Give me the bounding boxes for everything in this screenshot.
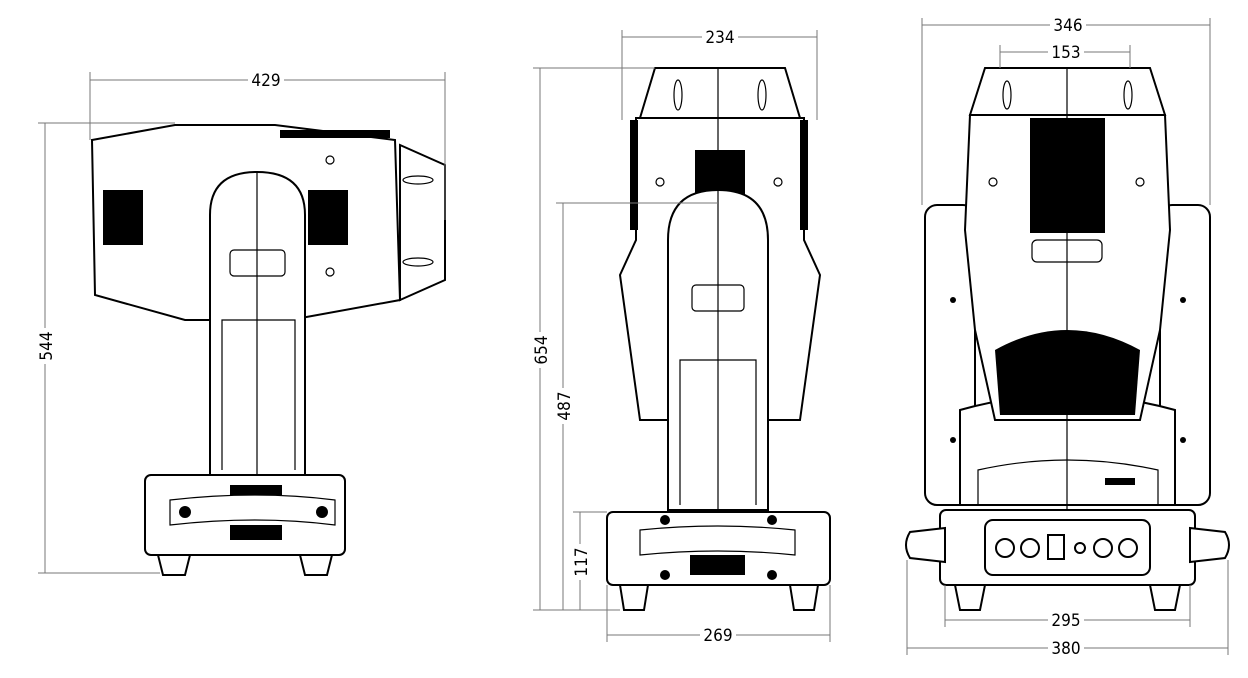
foot-left: [156, 554, 192, 576]
top-strip: [280, 130, 390, 138]
power-switch: [1047, 534, 1065, 560]
side-view: 429 544: [35, 68, 446, 576]
lens-cone: [399, 143, 446, 302]
dim-front-total-height: 654: [532, 335, 552, 364]
dim-front-base-width: 269: [703, 626, 732, 646]
foot-right: [298, 554, 334, 576]
base: [144, 474, 346, 556]
dim-rear-arm-width: 346: [1053, 16, 1082, 36]
rear-view: 346 153 295 380: [905, 14, 1230, 659]
connector-panel: [984, 519, 1151, 576]
dim-front-pivot-height: 487: [555, 391, 575, 420]
dim-front-head-width: 234: [705, 28, 734, 48]
head-top: [638, 67, 802, 119]
vent-right: [308, 190, 348, 245]
dim-rear-head-top-width: 153: [1051, 43, 1080, 63]
dim-rear-base-inner-width: 295: [1051, 611, 1080, 631]
front-view: 234 654 487 117 269: [530, 26, 831, 646]
dim-side-width: 429: [251, 71, 280, 91]
base: [606, 511, 831, 586]
dim-rear-base-total-width: 380: [1051, 639, 1080, 659]
dim-side-height: 544: [37, 331, 57, 360]
dim-front-base-height: 117: [572, 547, 592, 576]
vent-left: [103, 190, 143, 245]
